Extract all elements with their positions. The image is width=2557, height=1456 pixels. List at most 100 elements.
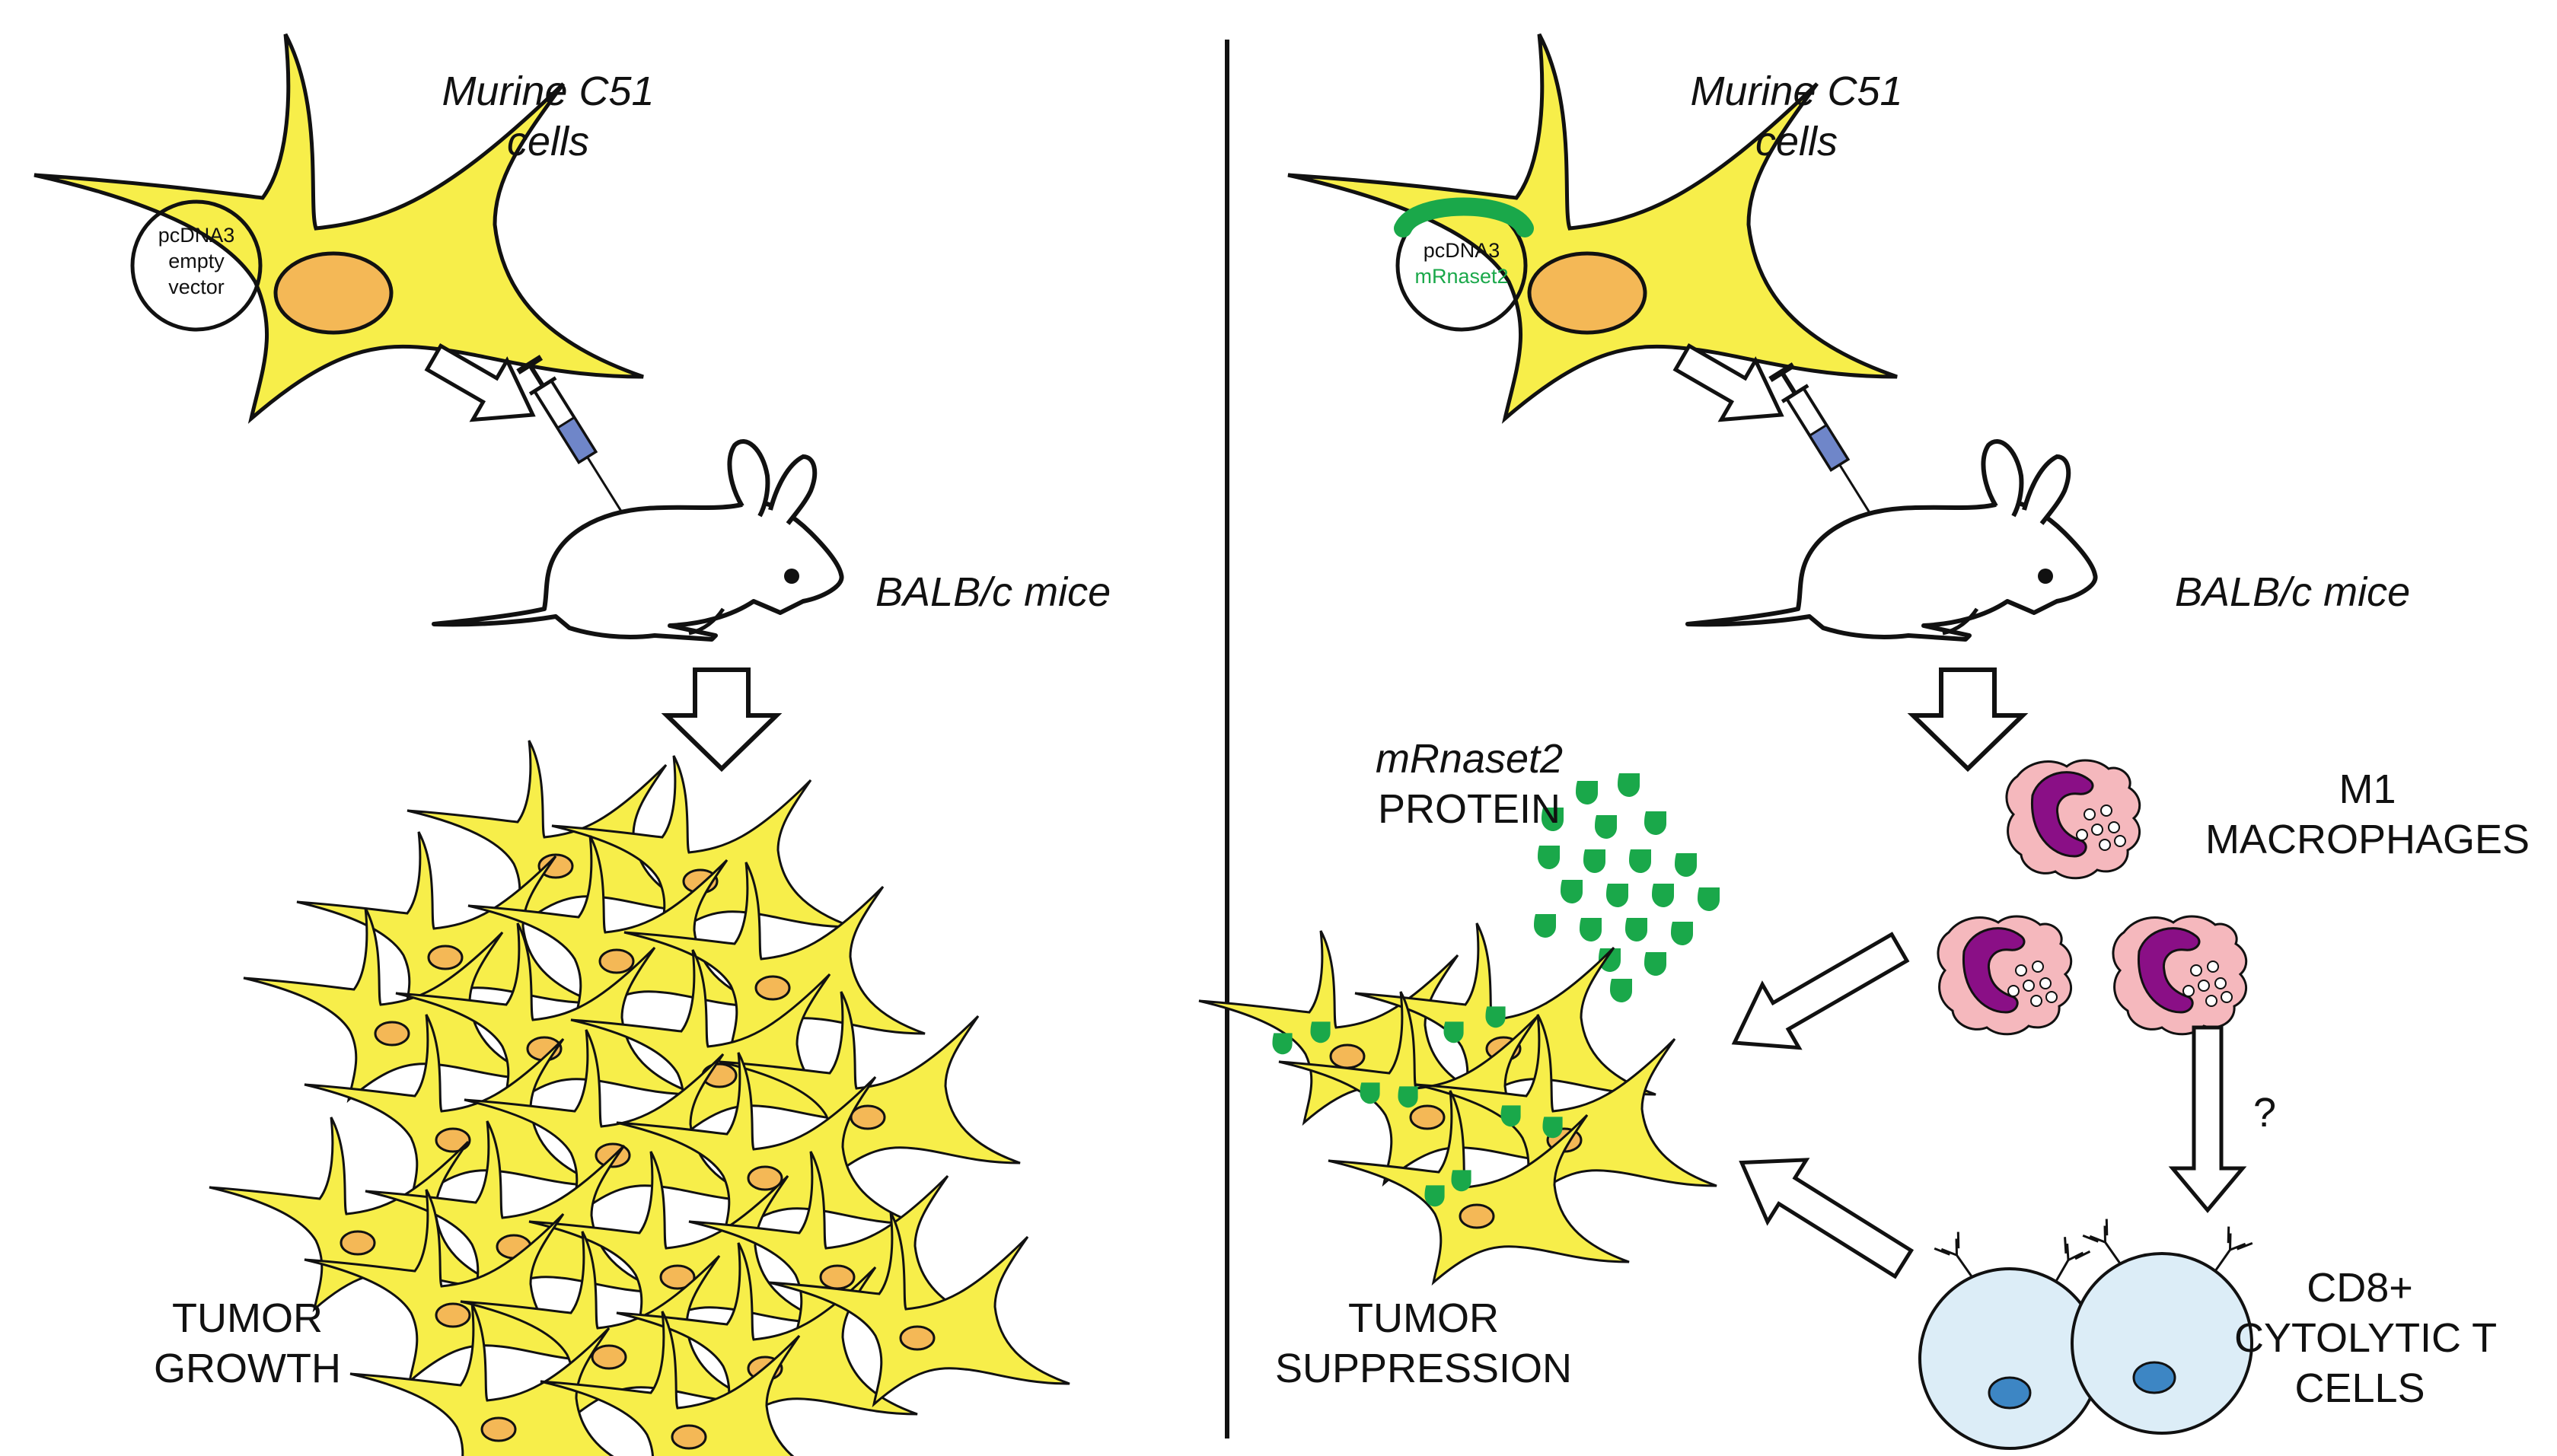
block-arrow-down — [661, 667, 783, 773]
block-arrow-tcell-to-tumor — [1739, 1158, 1915, 1279]
granule — [2221, 991, 2233, 1003]
tumor-cell-cluster — [208, 739, 1071, 1456]
protein-particle — [1698, 887, 1720, 911]
left-source-cell — [34, 34, 643, 419]
tumor-cell — [349, 1302, 652, 1456]
right-outcome-line2: SUPPRESSION — [1274, 1345, 1573, 1391]
left-outcome-line1: TUMOR — [172, 1295, 323, 1341]
left-cell-label-line1: Murine C51 — [442, 68, 655, 114]
right-plasmid-line2: mRnaset2 — [1414, 264, 1509, 288]
granule — [2190, 964, 2202, 977]
granule — [2045, 991, 2058, 1003]
block-arrow-down — [1907, 667, 2029, 773]
granule — [2084, 808, 2096, 820]
tcell-label-line3: CELLS — [2294, 1365, 2425, 1411]
syringe-icon — [1768, 362, 1887, 540]
left-mouse-label: BALB/c mice — [875, 569, 1111, 615]
granule — [2076, 829, 2088, 841]
protein-particle — [1606, 884, 1628, 907]
macrophage — [2005, 759, 2141, 880]
cell-nucleus — [273, 251, 394, 335]
granule — [2039, 977, 2052, 989]
tumor-cell — [539, 1310, 843, 1456]
granule — [2015, 964, 2027, 977]
protein-particle — [1561, 880, 1583, 903]
t-cell-nucleus — [1988, 1376, 2032, 1410]
internalized-protein — [1443, 1021, 1464, 1043]
left-plasmid-line1: pcDNA3 — [158, 224, 235, 247]
mrnaset2-insert — [1394, 197, 1534, 237]
protein-particle — [1538, 846, 1560, 869]
tumor-cell — [767, 1211, 1071, 1406]
macrophage-label-line2: MACROPHAGES — [2205, 816, 2530, 862]
mouse-icon — [1685, 439, 2098, 642]
right-cell-label-line1: Murine C51 — [1690, 68, 1903, 114]
protein-particle — [1580, 918, 1602, 941]
macrophage-label-line1: M1 — [2339, 766, 2396, 812]
protein-label-line2: PROTEIN — [1377, 785, 1561, 832]
macrophage-nucleus — [2030, 771, 2094, 858]
protein-particle — [1675, 853, 1697, 877]
protein-particle — [1534, 914, 1556, 938]
tcell-label-line2: CYTOLYTIC T — [2234, 1314, 2498, 1361]
right-cell-label: Murine C51 cells — [1652, 67, 1941, 167]
granule — [2100, 804, 2112, 817]
tumor-cell — [295, 830, 599, 1025]
right-mouse-label: BALB/c mice — [2175, 569, 2411, 615]
macrophage — [2112, 915, 2248, 1036]
cell-nucleus — [1527, 251, 1647, 335]
protein-particle — [1644, 952, 1666, 976]
protein-label-line1: mRnaset2 — [1375, 736, 1564, 782]
protein-particle — [1644, 811, 1666, 835]
t-cell — [2071, 1218, 2254, 1435]
protein-particle — [1610, 979, 1632, 1002]
block-arrow-macrophage-to-tumor — [1731, 932, 1910, 1050]
tumor-cell — [623, 861, 926, 1056]
t-cell-nucleus — [2132, 1361, 2176, 1394]
granule — [2032, 961, 2044, 973]
granule — [2099, 839, 2111, 851]
tumor-cell — [615, 1051, 919, 1246]
left-plasmid-label: pcDNA3 empty vector — [143, 223, 250, 300]
protein-particle — [1652, 884, 1674, 907]
tumor-cell — [528, 1150, 831, 1345]
granule — [2182, 985, 2195, 997]
granule — [2007, 985, 2020, 997]
tumor-cell — [303, 1013, 607, 1208]
mouse-icon — [432, 439, 844, 642]
left-cell-label-line2: cells — [506, 118, 590, 164]
tumor-cell — [459, 1230, 763, 1425]
protein-label: mRnaset2 PROTEIN — [1355, 734, 1583, 835]
suppressed-tumor-cluster — [1197, 922, 1718, 1284]
granule — [2091, 824, 2103, 836]
right-outcome-label: TUMOR SUPPRESSION — [1264, 1294, 1583, 1394]
macrophage — [1937, 915, 2073, 1036]
granule — [2205, 995, 2217, 1007]
internalized-protein — [1272, 1033, 1293, 1055]
block-arrow-macrophage-to-tcell — [2168, 1025, 2247, 1213]
granule — [2114, 835, 2126, 847]
left-plasmid-line2: empty — [168, 249, 225, 272]
protein-particle — [1629, 849, 1651, 873]
plasmid-circle — [130, 199, 263, 332]
granule — [2108, 821, 2120, 833]
protein-particle — [1625, 918, 1647, 941]
granule — [2207, 961, 2219, 973]
tumor-cell — [303, 1188, 607, 1383]
block-arrow-cell-to-syringe — [1672, 342, 1784, 422]
internalized-protein — [1360, 1082, 1380, 1104]
left-outcome-label: TUMOR GROWTH — [137, 1294, 358, 1394]
granule — [2023, 980, 2035, 992]
tcell-label-line1: CD8+ — [2307, 1265, 2413, 1311]
right-outcome-line1: TUMOR — [1348, 1295, 1499, 1341]
macrophage-nucleus — [2137, 927, 2201, 1014]
tumor-cell — [208, 1116, 512, 1311]
granule — [2198, 980, 2210, 992]
cd8-t-cells — [1918, 1218, 2254, 1450]
protein-particle — [1618, 773, 1640, 797]
left-cell-label: Murine C51 cells — [403, 67, 693, 167]
m1-macrophage-cluster — [1937, 759, 2248, 1036]
tcell-label: CD8+ CYTOLYTIC T CELLS — [2234, 1263, 2498, 1414]
question-mark: ? — [2253, 1090, 2277, 1136]
